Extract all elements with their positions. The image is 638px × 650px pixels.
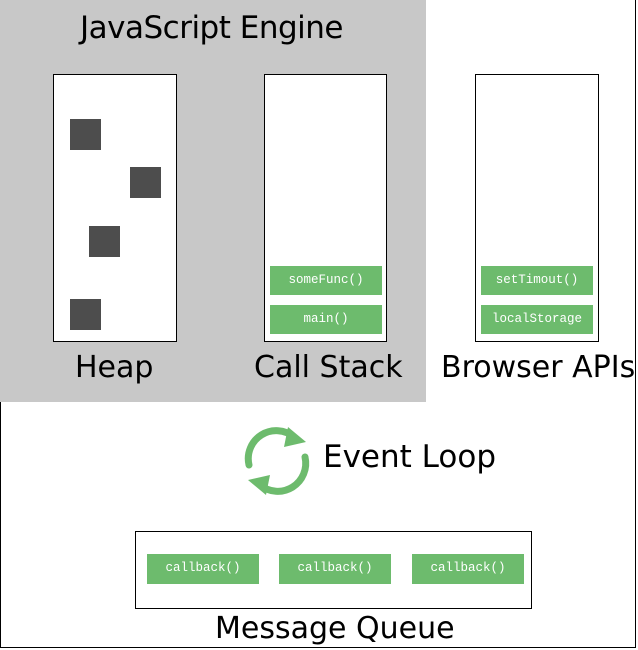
- queued-callback: callback(): [147, 554, 259, 584]
- browser-apis-label: Browser APIs: [441, 350, 636, 385]
- engine-title: JavaScript Engine: [80, 10, 344, 46]
- heap-object: [130, 167, 161, 198]
- call-stack-box: someFunc() main(): [264, 74, 387, 342]
- stack-frame: someFunc(): [270, 266, 382, 295]
- browser-api-item: setTimout(): [481, 266, 593, 295]
- heap-label: Heap: [75, 350, 154, 385]
- message-queue-label: Message Queue: [215, 611, 455, 646]
- queued-callback: callback(): [279, 554, 391, 584]
- browser-api-item: localStorage: [481, 305, 593, 334]
- heap-object: [70, 299, 101, 330]
- queued-callback: callback(): [412, 554, 524, 584]
- call-stack-label: Call Stack: [254, 350, 403, 385]
- heap-box: [53, 74, 177, 342]
- event-loop-label: Event Loop: [323, 439, 496, 475]
- heap-object: [70, 119, 101, 150]
- message-queue-box: callback() callback() callback(): [135, 531, 532, 609]
- stack-frame: main(): [270, 305, 382, 334]
- refresh-cycle-icon: [244, 427, 310, 495]
- browser-apis-box: setTimout() localStorage: [475, 74, 599, 342]
- heap-object: [89, 226, 120, 257]
